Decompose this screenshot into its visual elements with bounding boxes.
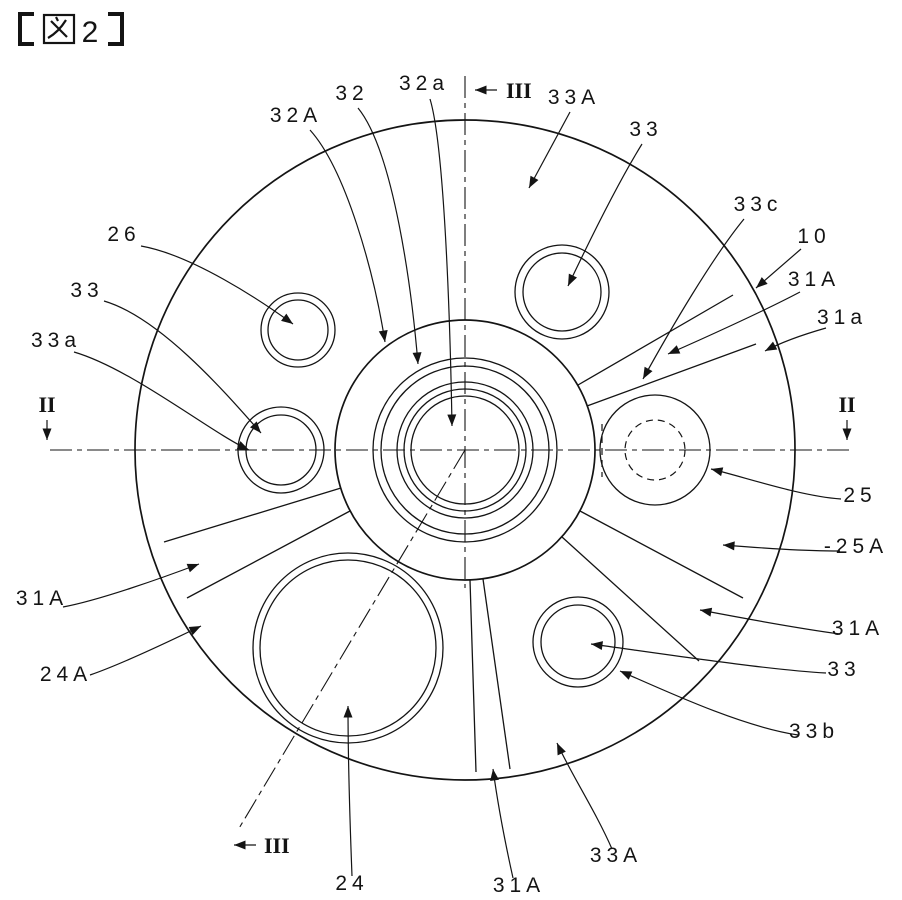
leader-33A-bottom (556, 742, 613, 850)
hole-33-top-right (514, 244, 610, 340)
boss-inner-circle (380, 365, 550, 535)
reference-labels: 32A 32 32a 33A 33 33c 10 31A 31a 26 33 3… (16, 72, 888, 897)
ref-label-26: 26 (107, 223, 140, 246)
ref-label-24A: 24A (40, 663, 92, 686)
leader-31A-upper-right (667, 291, 801, 355)
leader-31A-bottom (490, 768, 514, 879)
bore-outer-circle (396, 381, 534, 519)
title-bracket-open-glyph (18, 12, 34, 46)
slot-upper-right-edge-2 (586, 343, 757, 407)
leader-33-left (103, 300, 262, 434)
leader-33a (73, 351, 250, 451)
centerlines (50, 76, 852, 831)
kanji-diagonal-right-stroke (50, 20, 68, 38)
section-letters: III III II II (38, 78, 855, 858)
leader-33-top (567, 143, 643, 287)
boss-outer-circle (372, 357, 558, 543)
diagonal-section-line (237, 449, 466, 831)
slot-lower-left-edge-1 (186, 510, 351, 599)
leader-32A (309, 129, 388, 343)
bore-inner-circle (410, 395, 520, 505)
hole-33-left (237, 406, 325, 494)
ref-label-33-left: 33 (70, 279, 103, 302)
ref-label-33A-top: 33A (548, 86, 600, 109)
section-label-III-bottom: III (264, 833, 290, 858)
ref-label-32: 32 (335, 82, 368, 105)
ref-label-33A-bottom: 33A (590, 844, 642, 867)
hole-33-top-inner-circle (522, 252, 602, 332)
leader-32a (429, 98, 457, 427)
leader-25 (710, 467, 842, 500)
leader-31a (764, 327, 827, 352)
leader-lines (62, 98, 842, 879)
hole-25-outer-circle (599, 394, 711, 506)
hole-33-bottom-outer-circle (532, 596, 624, 688)
kanji-diagonal-left-stroke (47, 19, 67, 39)
ref-label-31A-left: 31A (16, 587, 68, 610)
ref-label-minus-25A: -25A (824, 535, 888, 558)
ref-label-10: 10 (797, 225, 830, 248)
leader-25A (722, 541, 841, 552)
ref-label-33b: 33b (789, 720, 839, 743)
ref-label-25: 25 (843, 484, 876, 507)
ref-label-31A-upper-right: 31A (788, 268, 840, 291)
slots-31A (163, 294, 757, 773)
leader-32 (357, 107, 422, 365)
section-arrows (42, 85, 852, 850)
leader-33A-top (528, 111, 571, 189)
hole-26-inner-circle (267, 299, 329, 361)
section-label-II-right: II (838, 392, 855, 417)
leader-10 (755, 248, 802, 289)
hub-outer-circle (334, 319, 596, 581)
slot-bottom-edge-1 (482, 578, 511, 770)
leader-31A-left (62, 563, 200, 608)
slot-lower-right-edge-1 (579, 510, 744, 599)
slot-lower-left-edge-2 (163, 487, 342, 543)
ref-label-33a: 33a (31, 329, 81, 352)
leader-24 (343, 705, 353, 877)
hole-33-left-outer-circle (237, 406, 325, 494)
title-kanji-zu-glyph (42, 13, 76, 45)
ref-label-32a: 32a (399, 72, 449, 95)
section-label-II-left: II (38, 392, 55, 417)
disc-outer-circle (134, 119, 796, 781)
hole-26-upper-left (260, 292, 336, 368)
title-bracket-close-glyph (108, 12, 124, 46)
hole-33-bottom-right (532, 596, 624, 688)
hub (334, 319, 596, 581)
leader-33c (642, 218, 745, 380)
ref-label-31a: 31a (817, 306, 867, 329)
hole-33-top-outer-circle (514, 244, 610, 340)
slot-lower-right-edge-2 (561, 536, 700, 662)
ref-label-24: 24 (335, 872, 368, 895)
hole-25-hidden-circle (624, 419, 686, 481)
hole-26-outer-circle (260, 292, 336, 368)
section-label-III-top: III (506, 78, 532, 103)
ref-label-31A-bottom: 31A (493, 874, 545, 897)
figure-title: 2 (18, 12, 124, 49)
leader-24A (89, 625, 202, 676)
leader-33-lower-right (590, 641, 827, 674)
hole-33-left-inner-circle (245, 414, 317, 486)
hole-33-bottom-inner-circle (540, 604, 616, 680)
ref-label-33-lower-right: 33 (827, 658, 860, 681)
ref-label-32A: 32A (270, 104, 322, 127)
leader-31A-lower-right (699, 607, 841, 635)
ref-label-33-top: 33 (629, 118, 662, 141)
ref-label-33c: 33c (734, 193, 783, 216)
leader-26 (140, 245, 294, 325)
kanji-box-stroke (42, 13, 76, 45)
slot-upper-right-edge-1 (577, 294, 734, 386)
hole-25-right (599, 394, 711, 506)
bore-middle-circle (403, 388, 527, 512)
ref-label-31A-lower-right: 31A (832, 617, 884, 640)
slot-bottom-edge-2 (469, 579, 477, 773)
kanji-tick-stroke (55, 16, 59, 22)
leader-33b (619, 670, 799, 736)
title-figure-number: 2 (82, 16, 99, 49)
